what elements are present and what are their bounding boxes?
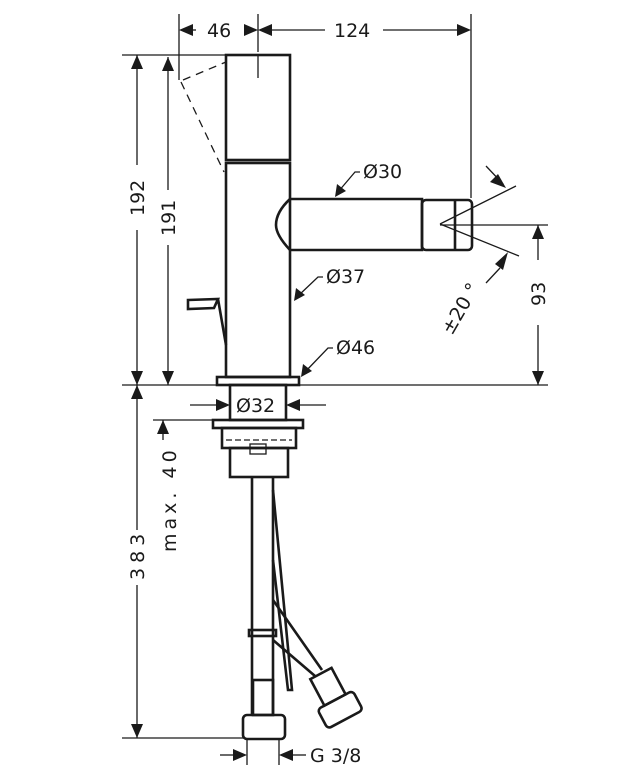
hose-connector [317, 690, 363, 729]
lower-body [228, 446, 290, 479]
drain-lever [186, 297, 228, 346]
spout [274, 197, 424, 252]
dim-d37: Ø37 [326, 266, 365, 288]
dim-d46: Ø46 [336, 337, 375, 359]
faucet-body [224, 161, 292, 379]
supply-pipe [250, 477, 275, 715]
dim-192: 192 [127, 180, 149, 216]
dim-383: 383 [127, 529, 149, 580]
dimension-lines [122, 14, 548, 765]
dim-46: 46 [207, 20, 231, 42]
dim-191: 191 [158, 200, 180, 236]
dim-g38: G 3/8 [310, 745, 361, 767]
dim-93: 93 [528, 282, 550, 306]
lever-open-position [180, 61, 227, 173]
dim-124: 124 [334, 20, 370, 42]
pipe-connector [241, 713, 287, 741]
faucet-outline [180, 53, 474, 741]
dim-d30: Ø30 [363, 161, 402, 183]
dim-angle: ±20 ° [437, 279, 484, 338]
dim-d32: Ø32 [236, 395, 275, 417]
flex-hose [271, 599, 324, 677]
drain-rod [271, 489, 294, 692]
fixing-nut [220, 426, 298, 450]
dim-max-40: max. 40 [159, 446, 181, 552]
